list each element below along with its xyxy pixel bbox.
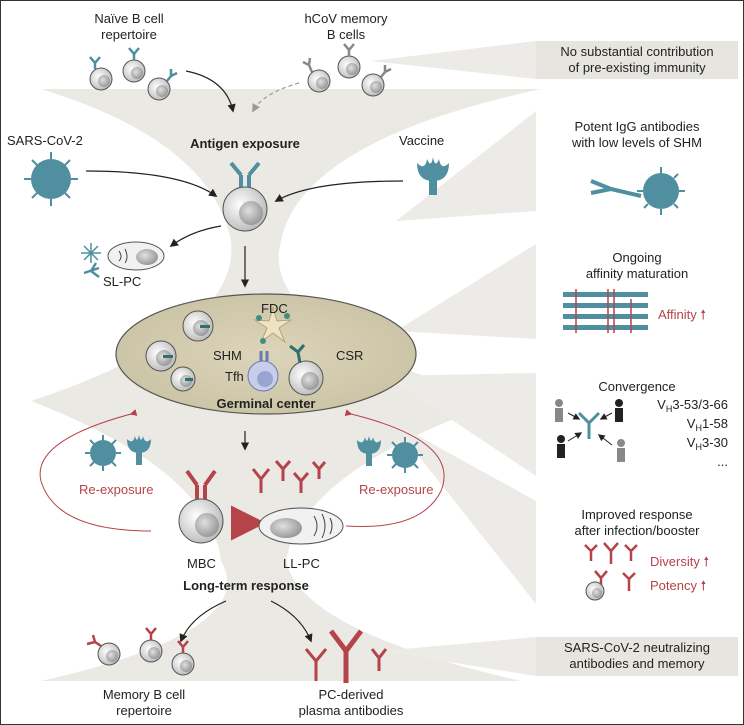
tfh-cell	[247, 351, 279, 392]
reexposure-right-label: Re-exposure	[359, 482, 434, 497]
panel6-line2: antibodies and memory	[569, 656, 705, 671]
long-term-response-label: Long-term response	[183, 578, 309, 593]
affinity-label: Affinity 🠕	[658, 307, 706, 322]
reexposure-left	[39, 409, 152, 532]
panel-potent-igg: Potent IgG antibodies with low levels of…	[536, 111, 738, 211]
reexposure-right	[344, 409, 445, 528]
panel4-title: Convergence	[598, 379, 676, 394]
panel2-illustration	[590, 167, 685, 215]
naive-b-cells	[89, 47, 178, 101]
reexposure-left-label: Re-exposure	[79, 482, 154, 497]
panel5-illustration	[584, 542, 638, 601]
vaccine-spike	[417, 157, 449, 195]
hcov-memory-b-cells	[302, 43, 392, 97]
memory-repertoire-cells	[86, 627, 195, 676]
activated-b-cell	[222, 161, 268, 232]
naive-arrow	[185, 70, 236, 113]
up-arrow-icon: 🠕	[703, 554, 710, 569]
panel2-line1: Potent IgG antibodies	[574, 119, 700, 134]
shm-label: SHM	[213, 348, 242, 363]
antigen-exposure-label: Antigen exposure	[190, 136, 300, 151]
pc-arrow	[270, 600, 313, 643]
mbc-label: MBC	[187, 556, 216, 571]
fdc-cell	[253, 306, 293, 344]
sars-cov-2-virus	[24, 152, 78, 206]
panel-neutralizing-memory: SARS-CoV-2 neutralizing antibodies and m…	[536, 637, 738, 676]
csr-label: CSR	[336, 348, 364, 363]
panel-affinity-maturation: Ongoing affinity maturation Affinity 🠕	[536, 244, 738, 339]
panel-improved-response: Improved response after infection/booste…	[536, 501, 738, 604]
llpc-antibodies	[251, 460, 327, 493]
sl-pc-label: SL-PC	[103, 274, 142, 289]
panel5-line2: after infection/booster	[574, 523, 700, 538]
panel-convergence: Convergence VH3-53/3-66 VH1-58 VH3-30 ..…	[536, 373, 738, 476]
mbc-cell	[178, 469, 224, 544]
vaccine-arrow	[274, 180, 404, 202]
llpc-cell	[258, 507, 344, 545]
slpc-arrow	[169, 225, 222, 248]
up-arrow-icon: 🠕	[700, 578, 707, 593]
panel-preexisting-immunity: No substantial contribution of pre-exist…	[536, 41, 738, 79]
vh-gene-list: VH3-53/3-66 VH1-58 VH3-30 ...	[657, 396, 728, 470]
panel1-line1: No substantial contribution	[560, 44, 714, 59]
panel4-convergence-figures	[555, 399, 625, 462]
panel6-line1: SARS-CoV-2 neutralizing	[564, 640, 710, 655]
vh-gene-1: VH3-53/3-66	[657, 397, 728, 414]
panel2-line2: with low levels of SHM	[571, 135, 703, 150]
panel1-line2: of pre-existing immunity	[568, 60, 706, 75]
fdc-label: FDC	[261, 301, 288, 316]
vh-gene-3: VH3-30	[686, 435, 728, 452]
panel3-line1: Ongoing	[612, 250, 662, 265]
panel5-line1: Improved response	[581, 507, 693, 522]
germinal-center-title: Germinal center	[216, 396, 316, 411]
up-arrow-icon: 🠕	[700, 307, 706, 322]
plasma-antibodies	[304, 629, 388, 683]
sars-cov-2-label: SARS-CoV-2	[7, 133, 83, 148]
vaccine-label: Vaccine	[399, 133, 445, 148]
gc-b-cells	[145, 310, 324, 396]
diversity-label: Diversity 🠕	[650, 554, 710, 569]
memory-arrow	[179, 600, 227, 643]
sars-arrow	[85, 170, 218, 197]
hcov-dashed-arrow	[252, 82, 300, 113]
llpc-label: LL-PC	[283, 556, 320, 571]
potency-label: Potency 🠕	[650, 578, 707, 593]
vh-gene-more: ...	[717, 454, 728, 469]
tfh-label: Tfh	[225, 369, 244, 384]
vh-gene-2: VH1-58	[686, 416, 728, 433]
panel3-sequence-bars	[563, 289, 648, 333]
sl-pc-cells	[81, 241, 165, 278]
panel3-line2: affinity maturation	[585, 266, 689, 281]
